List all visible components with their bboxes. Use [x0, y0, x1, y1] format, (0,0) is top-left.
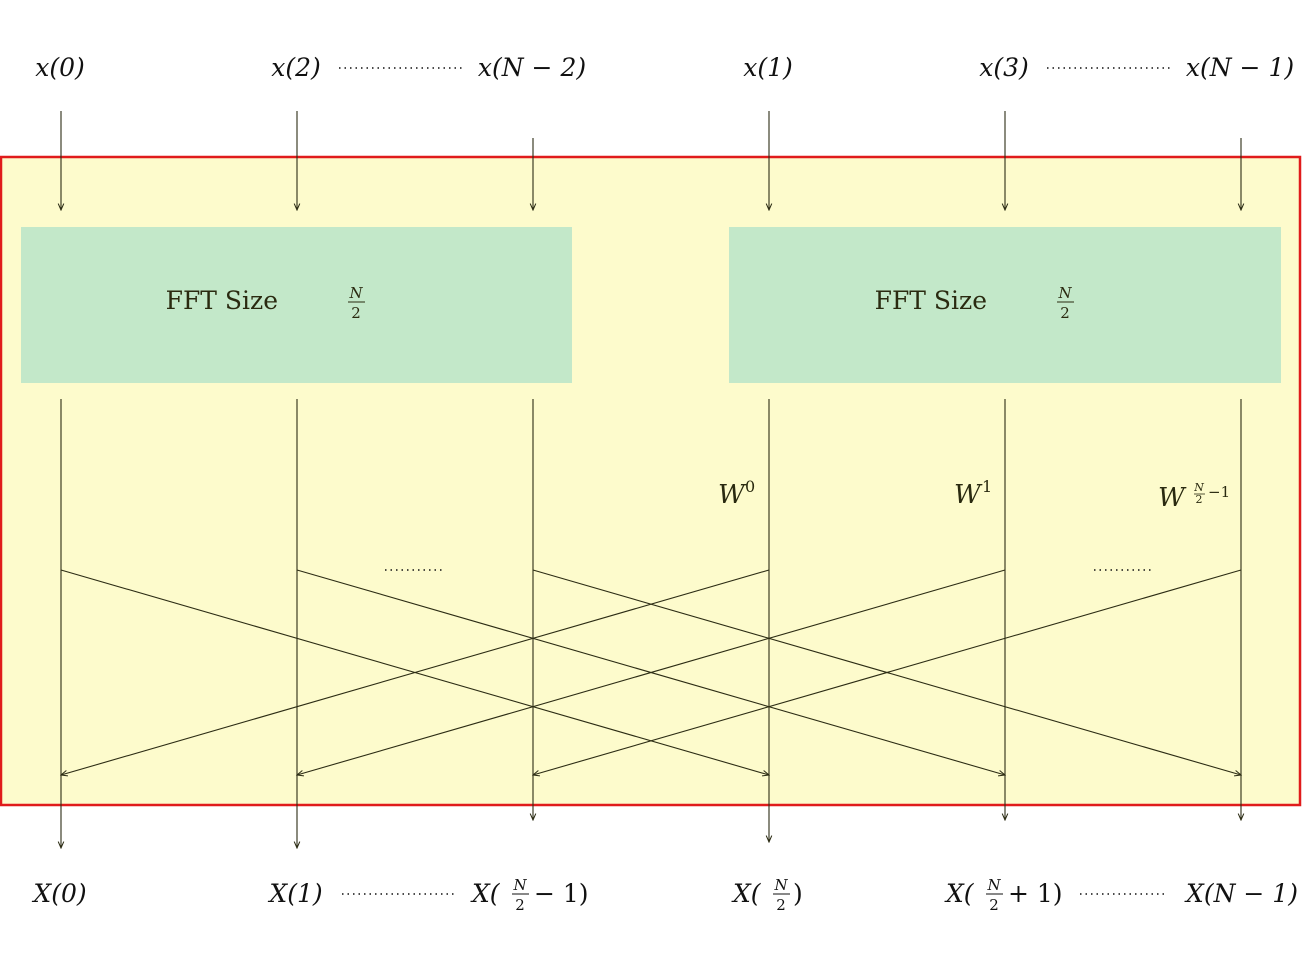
- output-XN2-pre: X(: [731, 879, 762, 908]
- output-label-XNm1: X(N − 1): [1184, 879, 1298, 908]
- twiddle-Wlast-exp-num: N: [1193, 481, 1204, 494]
- output-label-XN2p1: X( N 2 + 1): [944, 876, 1063, 914]
- twiddle-Wlast: W N 2 −1: [1158, 481, 1230, 513]
- output-XN2-num: N: [773, 876, 788, 894]
- output-XN2p1-post: + 1): [1008, 879, 1063, 908]
- input-label-x0: x(0): [35, 53, 85, 82]
- twiddle-W1-base: W: [954, 480, 983, 510]
- input-label-x2: x(2): [271, 53, 321, 82]
- output-XN2m1-pre: X(: [470, 879, 501, 908]
- twiddle-Wlast-exp-tail: −1: [1208, 483, 1230, 501]
- output-XN2p1-pre: X(: [944, 879, 975, 908]
- output-label-X1: X(1): [267, 879, 322, 908]
- butterfly-line-N2p1-to-1: [297, 569, 1006, 775]
- twiddle-W0-base: W: [718, 480, 747, 510]
- fft-left-frac-num: N: [348, 284, 363, 302]
- twiddle-W0: W 0: [718, 477, 755, 510]
- fft-left-text: FFT Size: [166, 286, 278, 315]
- twiddle-W0-exp: 0: [745, 477, 755, 496]
- fft-right-frac-den: 2: [1060, 304, 1070, 322]
- output-label-XN2: X( N 2 ): [731, 876, 803, 914]
- fft-block-right-label: FFT Size N 2: [875, 284, 1074, 322]
- butterfly-line-N2-to-0: [61, 569, 770, 775]
- output-XN2m1-den: 2: [515, 896, 525, 914]
- fft-right-text: FFT Size: [875, 286, 987, 315]
- twiddle-W1-exp: 1: [982, 477, 992, 496]
- twiddle-W1: W 1: [954, 477, 992, 510]
- fft-left-frac-den: 2: [351, 304, 361, 322]
- twiddle-Wlast-base: W: [1158, 483, 1187, 513]
- butterfly-line-Nm1-to-N2m1: [533, 569, 1242, 775]
- output-XN2m1-post: − 1): [534, 879, 589, 908]
- input-label-xNm2: x(N − 2): [478, 53, 586, 82]
- input-label-x3: x(3): [979, 53, 1029, 82]
- fft-block-right: [729, 227, 1281, 383]
- fft-block-left-label: FFT Size N 2: [166, 284, 365, 322]
- output-label-X0: X(0): [31, 879, 86, 908]
- input-label-x1: x(1): [743, 53, 793, 82]
- fft-block-left: [21, 227, 572, 383]
- output-XN2-den: 2: [776, 896, 786, 914]
- output-label-XN2m1: X( N 2 − 1): [470, 876, 589, 914]
- output-XN2-post: ): [793, 879, 803, 908]
- fft-right-frac-num: N: [1057, 284, 1072, 302]
- input-label-xNm1: x(N − 1): [1186, 53, 1294, 82]
- twiddle-Wlast-exp-den: 2: [1196, 493, 1203, 506]
- output-XN2p1-num: N: [986, 876, 1001, 894]
- output-XN2m1-num: N: [512, 876, 527, 894]
- output-XN2p1-den: 2: [989, 896, 999, 914]
